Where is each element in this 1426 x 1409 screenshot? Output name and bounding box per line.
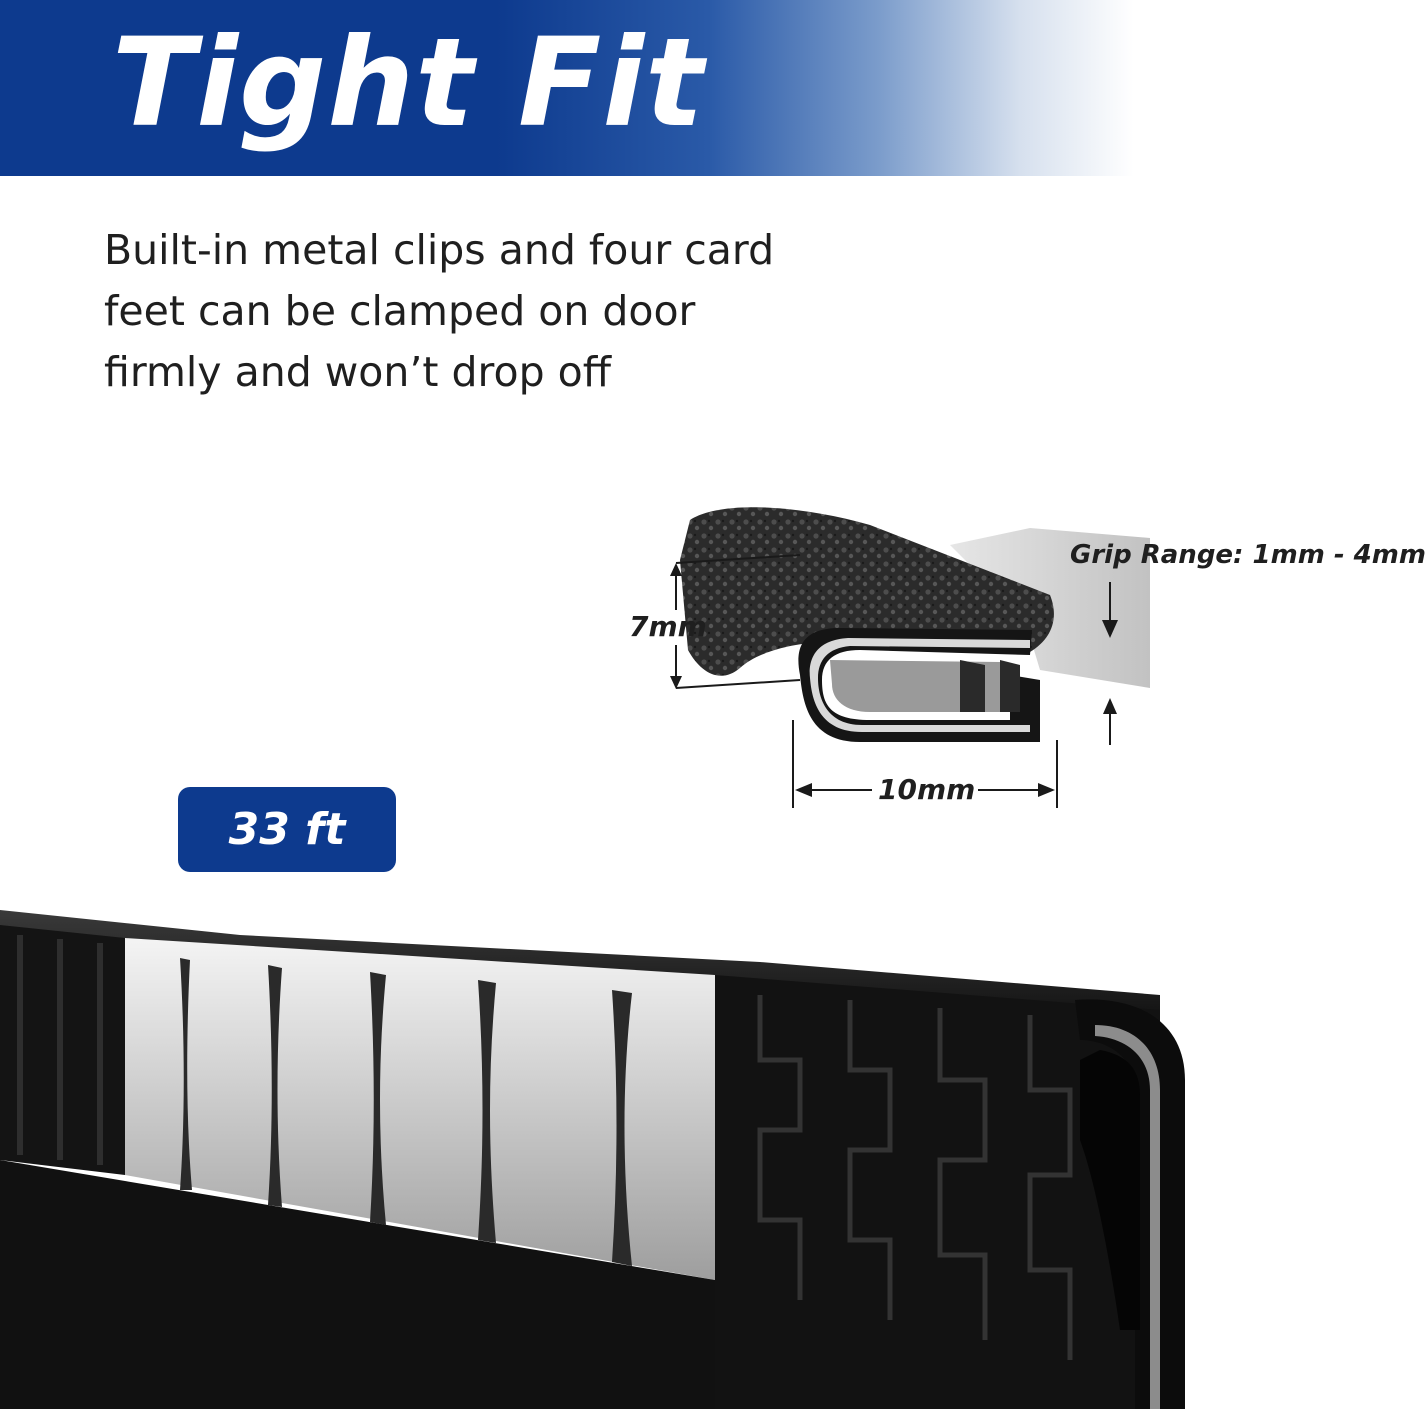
trim-cross-section: [680, 507, 1054, 742]
dimension-lines: [675, 554, 1111, 808]
description-line: feet can be clamped on door: [104, 287, 696, 335]
description-line: firmly and won’t drop off: [104, 348, 611, 396]
description-line: Built-in metal clips and four card: [104, 226, 775, 274]
width-dimension-label: 10mm: [878, 773, 976, 806]
length-label: 33 ft: [228, 804, 346, 855]
grip-range-label: Grip Range: 1mm - 4mm: [1070, 540, 1426, 570]
header-banner: [0, 0, 1417, 176]
arrow-right-icon: [1038, 783, 1055, 797]
arrow-down-icon: [670, 620, 1118, 689]
arrow-left-icon: [795, 783, 812, 797]
arrow-up-icon: [670, 563, 1117, 714]
product-description: Built-in metal clips and four card feet …: [104, 220, 824, 403]
trim-strip: [0, 910, 1185, 1409]
length-badge: 33 ft: [178, 787, 396, 872]
page-title: Tight Fit: [112, 12, 705, 154]
height-dimension-label: 7mm: [629, 610, 707, 643]
